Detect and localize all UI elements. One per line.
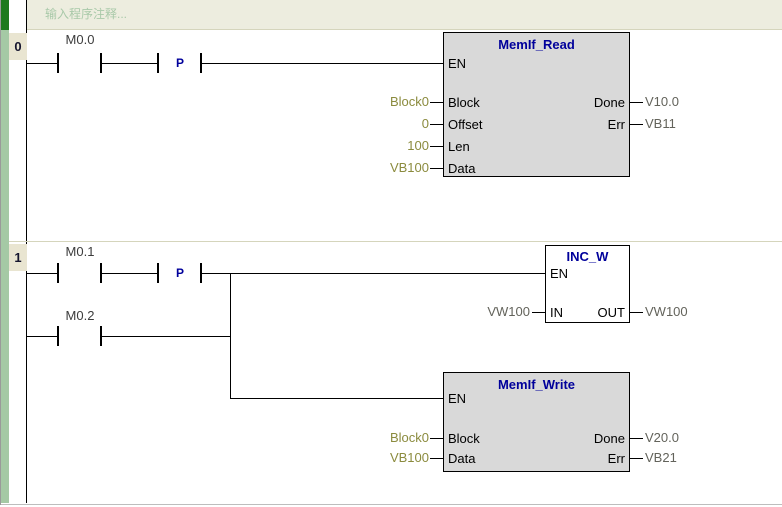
port-len: Len [448,139,470,154]
port-en: EN [448,56,467,71]
wire-segment [230,398,443,399]
wire-segment [27,63,57,64]
operand-offset-0[interactable]: 0 [421,116,429,131]
wire-stub [430,102,443,103]
port-block: Block [448,95,480,110]
wire-segment [102,336,230,337]
wire-segment [27,273,57,274]
operand-vw100-in[interactable]: VW100 [487,304,530,319]
positive-edge-contact-label[interactable]: P [175,56,184,70]
positive-edge-contact-bar[interactable] [200,53,202,73]
contact-bar[interactable] [57,53,59,73]
wire-stub [630,124,643,125]
port-block: Block [448,431,480,446]
network-separator [9,241,782,242]
branch-junction-wire [230,273,231,399]
wire-stub [630,312,643,313]
block-title: MemIf_Write [497,377,576,392]
contact-m0-1-label[interactable]: M0.1 [65,244,95,259]
contact-bar[interactable] [57,263,59,283]
wire-stub [430,146,443,147]
contact-bar[interactable] [100,53,102,73]
network-1-badge[interactable]: 1 [9,244,27,271]
wire-stub [630,102,643,103]
port-err: Err [607,451,625,466]
operand-vb100[interactable]: VB100 [389,450,429,465]
port-err: Err [607,117,625,132]
inc-w-block[interactable]: INC_W EN IN OUT [545,245,630,323]
contact-m0-0-label[interactable]: M0.0 [65,32,95,47]
operand-block0[interactable]: Block0 [389,94,429,109]
program-comment-input[interactable]: 输入程序注释... [27,0,782,30]
wire-segment [202,273,545,274]
wire-stub [430,458,443,459]
wire-segment [102,273,157,274]
operand-vw100-out[interactable]: VW100 [645,304,688,319]
block-title: INC_W [566,249,609,264]
wire-stub [430,124,443,125]
window-left-edge [0,0,1,505]
positive-edge-contact-label[interactable]: P [175,266,184,280]
operand-vb11[interactable]: VB11 [645,116,676,131]
gutter-comment-block [1,0,9,30]
operand-block0[interactable]: Block0 [389,430,429,445]
contact-m0-2-label[interactable]: M0.2 [65,308,95,323]
operand-vb21[interactable]: VB21 [645,450,677,465]
wire-segment [202,63,443,64]
memif-read-block[interactable]: MemIf_Read EN Block Offset Len Data Done… [443,32,630,177]
wire-segment [102,63,157,64]
operand-vb100[interactable]: VB100 [389,160,429,175]
window-bottom-edge [0,504,782,505]
operand-v10-0[interactable]: V10.0 [645,94,679,109]
wire-stub [532,312,545,313]
wire-stub [630,438,643,439]
block-title: MemIf_Read [498,37,575,52]
gutter-green-strip [1,30,9,503]
wire-segment [27,336,57,337]
port-offset: Offset [448,117,483,132]
memif-write-block[interactable]: MemIf_Write EN Block Data Done Err [443,372,630,472]
wire-stub [430,168,443,169]
wire-stub [430,438,443,439]
operand-v20-0[interactable]: V20.0 [645,430,679,445]
port-in: IN [550,305,563,320]
port-en: EN [448,391,467,406]
port-out: OUT [597,305,625,320]
port-data: Data [448,451,476,466]
port-en: EN [550,266,569,281]
port-done: Done [593,95,625,110]
contact-bar[interactable] [100,263,102,283]
positive-edge-contact-bar[interactable] [157,53,159,73]
contact-bar[interactable] [100,326,102,346]
contact-bar[interactable] [57,326,59,346]
positive-edge-contact-bar[interactable] [157,263,159,283]
positive-edge-contact-bar[interactable] [200,263,202,283]
wire-stub [630,458,643,459]
network-0-badge[interactable]: 0 [9,33,27,60]
port-done: Done [593,431,625,446]
operand-len-100[interactable]: 100 [407,138,429,153]
port-data: Data [448,161,476,176]
